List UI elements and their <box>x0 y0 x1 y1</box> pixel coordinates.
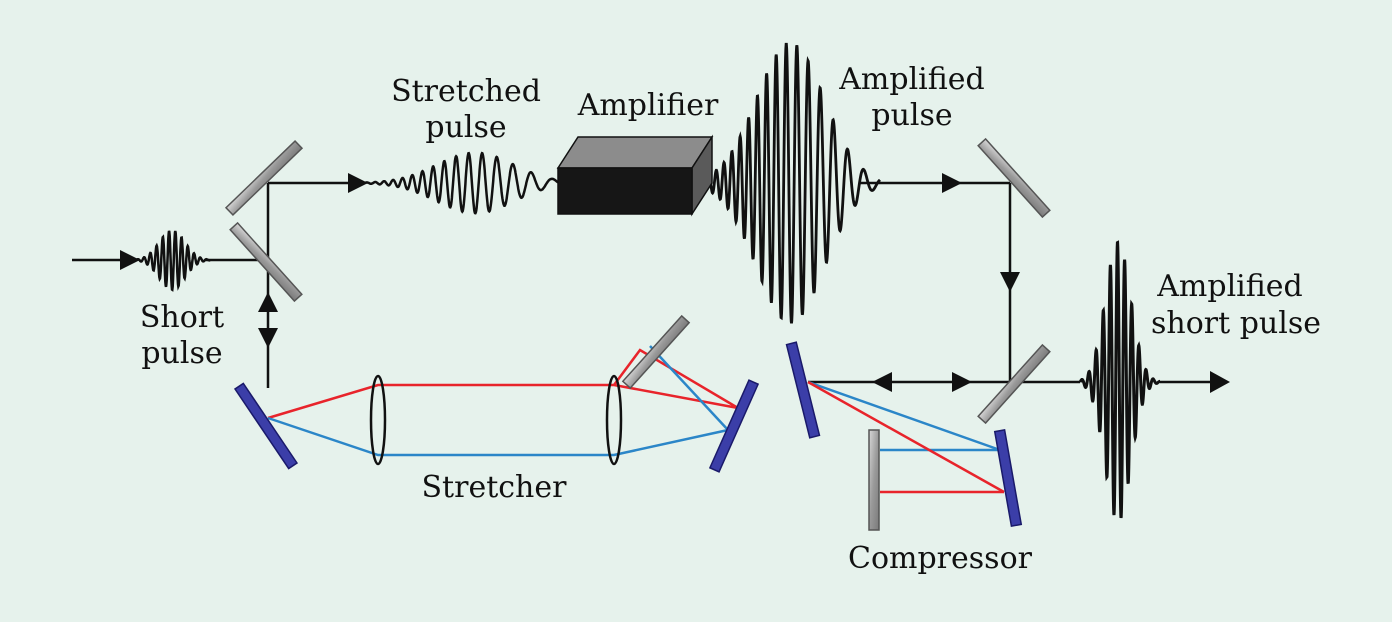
short-pulse-waveform <box>129 230 211 292</box>
label-amplified-short-pulse-2: short pulse <box>1151 306 1321 341</box>
label-stretched-pulse-2: pulse <box>425 110 506 145</box>
mirror-beamsplitter-right <box>977 343 1051 425</box>
label-compressor: Compressor <box>848 541 1033 576</box>
stretcher-lens-left <box>369 374 387 466</box>
compressor-arrow-right <box>952 372 972 392</box>
grating-stretcher-left <box>233 382 299 470</box>
compressor-rays <box>807 380 1005 494</box>
output-arrow <box>1210 371 1230 393</box>
grating-compressor-right <box>993 428 1023 528</box>
label-amplified-short-pulse-1: Amplified <box>1156 269 1302 304</box>
stretcher-blue-rays <box>267 345 729 457</box>
amplifier-block <box>556 134 714 217</box>
label-stretched-pulse-1: Stretched <box>391 74 541 109</box>
compressor-arrow-left <box>872 372 892 392</box>
mirror-beamsplitter-left <box>229 221 303 303</box>
grating-stretcher-right <box>708 379 760 473</box>
label-amplifier: Amplifier <box>577 88 719 123</box>
stretcher-red-rays <box>267 348 739 420</box>
label-short-pulse-2: pulse <box>141 336 222 371</box>
label-amplified-pulse-1: Amplified <box>838 62 984 97</box>
stretched-pulse-waveform <box>364 151 559 215</box>
stretcher-lens-right <box>605 374 623 466</box>
double-arrow-down <box>258 328 278 348</box>
mirror-compressor <box>868 429 880 531</box>
label-stretcher: Stretcher <box>422 470 568 505</box>
amplified-short-pulse-waveform <box>1078 240 1161 519</box>
mirror-top-left <box>224 139 304 217</box>
amplified-pulse-waveform <box>698 42 881 324</box>
label-short-pulse-1: Short <box>140 300 224 335</box>
down-arrow <box>1000 272 1020 292</box>
double-arrow-up <box>258 292 278 312</box>
grating-compressor-left <box>785 341 821 439</box>
mirror-top-right <box>977 137 1051 219</box>
mirror-stretcher-top <box>621 314 691 390</box>
label-amplified-pulse-2: pulse <box>871 98 952 133</box>
beam-to-stretcher <box>266 181 360 388</box>
amplified-beam-arrow <box>942 173 962 193</box>
stretched-beam-arrow <box>348 173 368 193</box>
